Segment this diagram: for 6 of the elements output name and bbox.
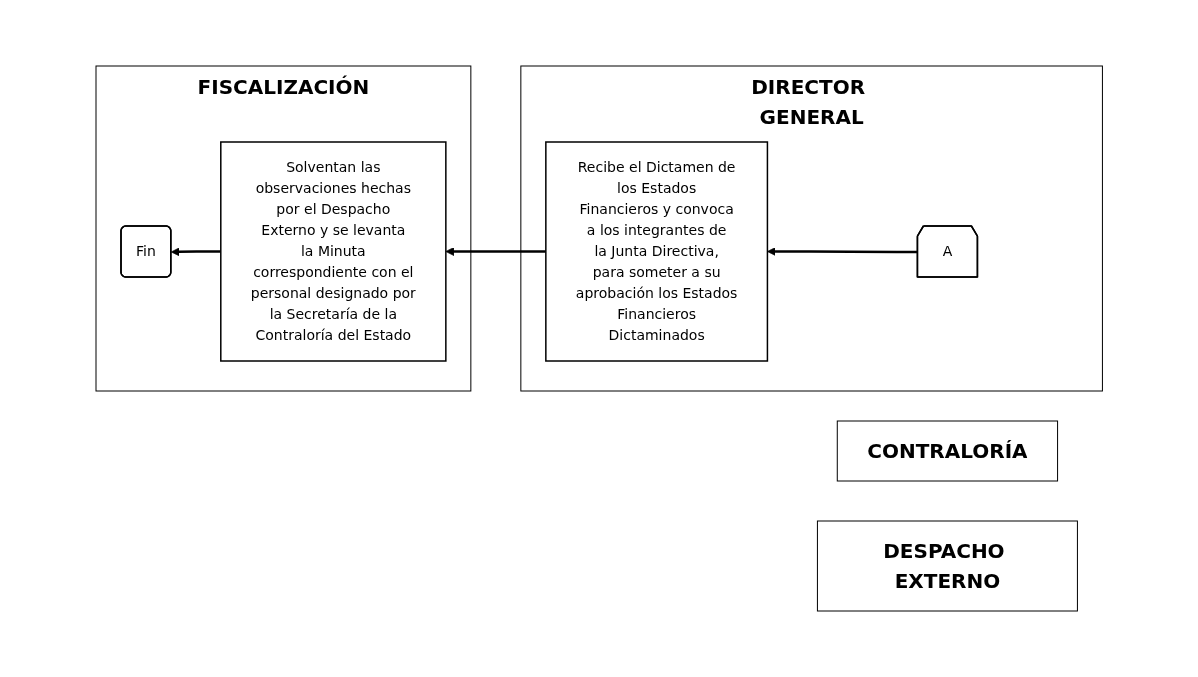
node-box: Solventan las observaciones hechas por el Despacho Externo y se levanta la Minuta correspondiente con el personal designado por la Secretaría de la Contraloría del Estado — [219, 141, 447, 362]
arrow — [445, 247, 546, 256]
arrow — [170, 247, 221, 257]
node-box: CONTRALORÍA — [836, 420, 1058, 482]
node-box: Recibe el Dictamen de los Estados Financieros y convoca a los integrantes de la Junta Directiva, para someter a su aprobación los Estados Financieros Dictaminados — [544, 141, 768, 362]
node-box: DESPACHO EXTERNO — [816, 520, 1078, 612]
